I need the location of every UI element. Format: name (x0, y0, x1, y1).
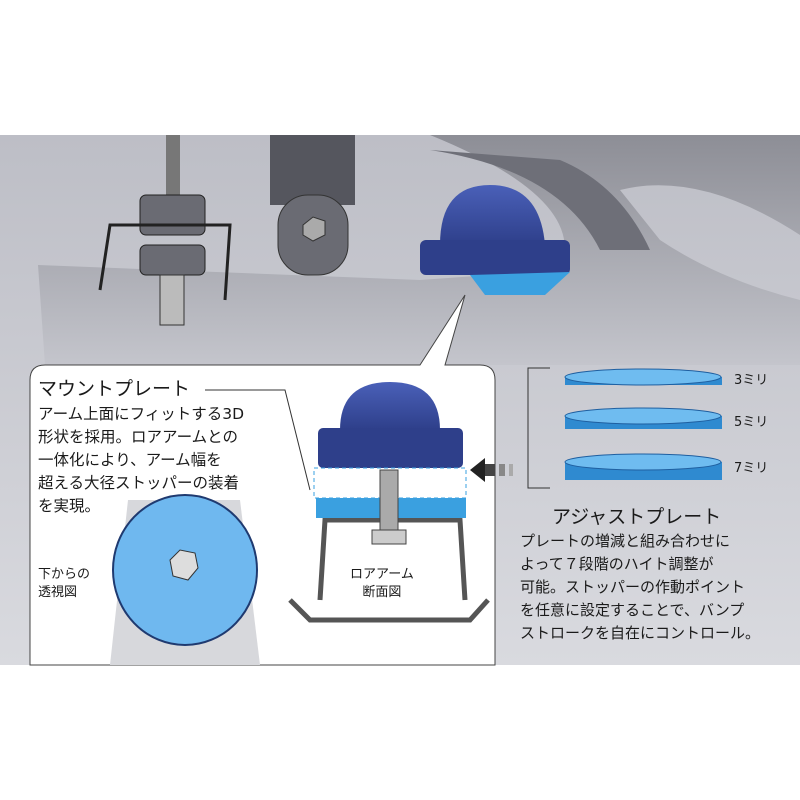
arrow-tail (509, 464, 513, 476)
plate-5mm (564, 407, 722, 429)
nut (371, 529, 407, 545)
arrow-tail (485, 464, 495, 476)
mount-plate-description: アーム上面にフィットする3D 形状を採用。ロアアームとの 一体化により、アーム幅… (38, 405, 245, 515)
plate-7mm (564, 453, 722, 480)
stopper-base (420, 240, 570, 275)
bottom-view-label: 下からの 透視図 (38, 567, 91, 600)
leader-line (205, 389, 311, 491)
link-bolt (159, 274, 185, 326)
hex-bolt-icon (302, 216, 326, 242)
bushing-upper (139, 194, 206, 236)
arm-edge (430, 150, 650, 250)
bolt (379, 469, 399, 531)
arrow-icon (470, 458, 485, 482)
size-3mm: 3ミリ (734, 373, 769, 388)
section-stopper-base (318, 428, 463, 468)
section-label: ロアアーム 断面図 (350, 567, 414, 600)
size-5mm: 5ミリ (734, 415, 769, 430)
bushing-lower (139, 244, 206, 276)
arm-section (288, 598, 490, 623)
stabilizer-rod (166, 135, 180, 195)
mount-plate-on-arm (470, 272, 570, 295)
plate-bracket (527, 367, 550, 489)
adjust-plate-description: プレートの増減と組み合わせに よって７段階のハイト調整が 可能。ストッパーの作動… (520, 532, 761, 642)
shock-absorber (270, 135, 355, 205)
size-7mm: 7ミリ (734, 461, 769, 476)
plate-3mm (564, 368, 722, 386)
nut-icon (169, 549, 199, 581)
mount-plate-title: マウントプレート (38, 378, 191, 400)
bump-stopper (440, 185, 545, 245)
arrow-tail (499, 464, 505, 476)
section-stopper-dome (340, 382, 440, 430)
adjust-plate-title: アジャストプレート (552, 506, 722, 528)
stabilizer-bracket (98, 223, 232, 301)
